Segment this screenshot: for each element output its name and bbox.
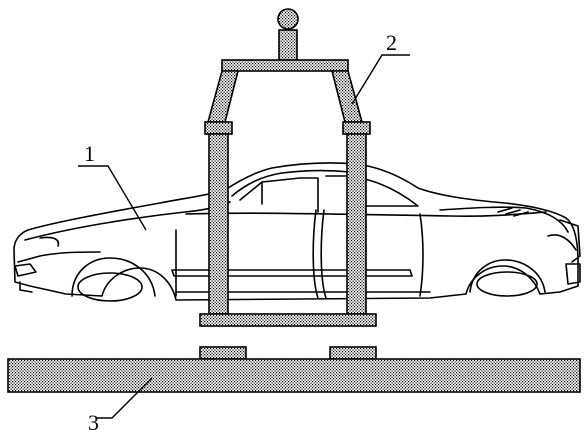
leader-lines xyxy=(78,54,410,419)
leader-line-1 xyxy=(78,165,147,231)
hanger-top-beam xyxy=(221,59,349,72)
lifting-knob xyxy=(277,8,299,30)
hanger-left-column xyxy=(208,133,229,315)
leader-line-3 xyxy=(96,377,153,419)
label-hanger: 2 xyxy=(386,30,397,55)
label-conveyor: 3 xyxy=(88,410,99,434)
conveyor-rail xyxy=(7,358,581,393)
support-pad-right xyxy=(329,346,377,360)
conveyor xyxy=(7,346,581,393)
hanger-base-plate xyxy=(199,313,377,327)
hanger-left-arm xyxy=(206,70,240,123)
hanger xyxy=(199,8,377,327)
hanger-stem xyxy=(278,29,298,61)
support-pad-left xyxy=(199,346,247,360)
hanger-right-column xyxy=(346,133,367,315)
leader-line-2 xyxy=(351,54,410,105)
car-body xyxy=(13,162,581,302)
label-body: 1 xyxy=(84,141,95,166)
hanger-right-arm xyxy=(330,70,364,123)
